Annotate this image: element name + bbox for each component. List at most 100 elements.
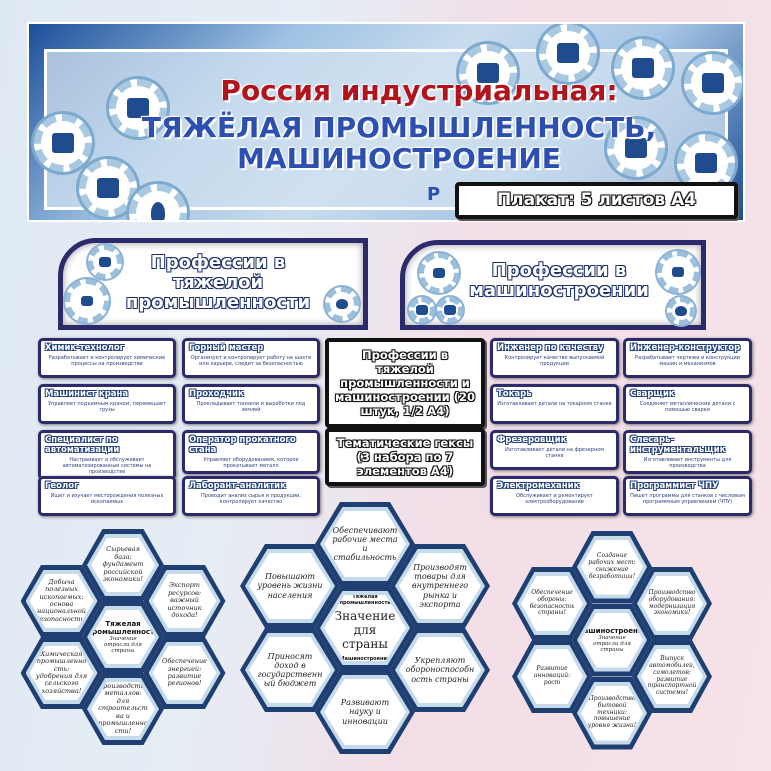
truck-gear-icon — [419, 253, 459, 293]
factory-gear-icon — [65, 279, 109, 323]
profession-title: Оператор прокатного стана — [189, 435, 296, 455]
professions-label: Профессии в тяжелой промышленности и маш… — [325, 338, 485, 428]
profession-desc: Разрабатывает чертежи и конструкции маши… — [634, 355, 740, 367]
hex-text: Сырьевая база: фундамент российской экон… — [102, 545, 144, 584]
hex-text: Производство оборудования: модернизация … — [648, 588, 696, 617]
hex-item: Развитие инноваций: рост — [512, 640, 592, 713]
hex-text: Обеспечение энергией: развитие регионов! — [161, 657, 208, 688]
hex-text: Приносят доход в государственный бюджет — [257, 651, 323, 689]
hex-text: Укрепляют обороноспособность страны — [405, 656, 475, 684]
hex-text: Производство металлов: для строительства… — [97, 681, 149, 735]
profession-desc: Разрабатывает и контролирует химические … — [48, 355, 166, 367]
profession-title: Инженер по качеству — [497, 343, 604, 353]
hex-center-bottom: Машиностроение — [339, 655, 391, 662]
hex-item: Химическая промышленность: удобрения для… — [20, 637, 103, 709]
hex-text: Повышают уровень жизни населения — [257, 572, 323, 600]
profession-title: Токарь — [497, 389, 532, 399]
header-heavy-industry: Профессии в тяжелой промышленности — [58, 238, 368, 330]
profession-desc: Организует и контролирует работу на шахт… — [190, 355, 312, 367]
hex-item: Производство металлов: для строительства… — [82, 673, 164, 745]
gears-icon — [437, 297, 463, 323]
profession-title: Горный мастер — [189, 343, 264, 353]
hex-center-title: Значение для страны — [334, 609, 396, 651]
profession-desc: Управляет подъемным краном, перемещает г… — [48, 401, 166, 413]
profession-title: Специалист по автоматизации — [45, 435, 120, 455]
profession-desc: Соединяет металлические детали с помощью… — [639, 401, 736, 413]
profession-title: Лаборант-аналитик — [189, 481, 286, 491]
hex-item: Обеспечение энергией: развитие регионов! — [143, 637, 226, 709]
profession-desc: Изготавливает детали на фрезерном станке — [504, 447, 605, 459]
profession-desc: Настраивает и обслуживает автоматизирова… — [62, 457, 152, 475]
hex-text: Развитие инноваций: рост — [533, 665, 571, 686]
power-plant-icon — [34, 114, 92, 172]
banner-title-line2: ТЯЖЁЛАЯ ПРОМЫШЛЕННОСТЬ,МАШИНОСТРОЕНИЕ — [99, 112, 699, 174]
hex-center-title: Тяжелая промышленность — [87, 619, 159, 636]
profession-title: Сварщик — [630, 389, 675, 399]
profession-title: Химик-технолог — [45, 343, 125, 353]
profession-desc: Прокладывает тоннели и выработки под зем… — [196, 401, 306, 413]
profession-desc: Проводит анализ сырья и продукции, контр… — [201, 493, 301, 505]
hex-text: Производство бытовой техники: повышение … — [587, 694, 637, 730]
profession-desc: Изготавливает инструменты для производст… — [643, 457, 732, 469]
poster-label: Плакат: 5 листов А4 — [455, 182, 738, 219]
hex-text: Экспорт ресурсов: важный источник дохода… — [167, 581, 202, 620]
hex-text: Добыча полезных ископаемых: основа нацио… — [35, 577, 88, 623]
hex-text: Выпуск автомобилей, самолетов: развитие … — [647, 654, 697, 697]
hex-center-title: Машиностроение — [576, 626, 648, 635]
hexes-label: Тематические гексы (3 набора по 7 элемен… — [325, 428, 485, 486]
banner-cut-letter: Р — [427, 184, 441, 205]
hex-center-sub: Значение отрасли для страны — [104, 635, 142, 655]
factory-icon — [459, 44, 517, 102]
hex-center-top: Тяжелая промышленность — [339, 594, 391, 607]
profession-title: Слесарь-инструментальщик — [630, 435, 726, 455]
hex-item: Добыча полезных ископаемых: основа нацио… — [20, 565, 103, 637]
tools-icon — [607, 119, 665, 177]
profession-title: Электромеханик — [497, 481, 580, 491]
profession-desc: Ищет и изучает месторождения полезных ис… — [50, 493, 164, 505]
profession-desc: Пишет программы для станков с числовым п… — [630, 493, 745, 505]
hex-text: Обеспечение обороны: безопасность страны… — [529, 588, 575, 617]
profession-title: Машинист крана — [45, 389, 129, 399]
title-banner: Россия индустриальная: ТЯЖЁЛАЯ ПРОМЫШЛЕН… — [27, 22, 745, 222]
factory-icon — [109, 79, 167, 137]
profession-desc: Обслуживает и ремонтирует электрооборудо… — [516, 493, 593, 505]
bricks-icon — [684, 54, 742, 112]
profession-desc: Изготавливает детали на токарном станке — [497, 401, 612, 407]
hex-text: Развивают науку и инновации — [340, 698, 390, 726]
flame-gear-icon — [667, 297, 695, 325]
hex-center-sub: Значение отрасли для страны — [593, 634, 631, 654]
hex-item: Производят товары для внутреннего рынка … — [390, 544, 490, 628]
header-heavy-title: Профессии в тяжелой промышленности — [125, 252, 311, 313]
tractor-icon — [614, 39, 672, 97]
header-machine-title: Профессии в машиностроении — [469, 260, 649, 301]
factory-icon — [79, 159, 137, 217]
hex-text: Обеспечивают рабочие места и стабильност… — [332, 525, 398, 563]
profession-title: Фрезеровщик — [497, 435, 567, 445]
banner-line3-text: МАШИНОСТРОЕНИЕ — [237, 142, 561, 175]
banner-line2-text: ТЯЖЁЛАЯ ПРОМЫШЛЕННОСТЬ, — [141, 111, 657, 144]
profession-title: Геолог — [45, 481, 79, 491]
profession-desc: Контролирует качество выпускаемой продук… — [504, 355, 605, 367]
tractor-gear-icon — [657, 251, 699, 293]
tools-gear-icon — [409, 297, 435, 323]
hex-text: Создание рабочих мест: снижение безработ… — [588, 552, 636, 580]
banner-title-line1: Россия индустриальная: — [220, 74, 618, 107]
hex-text: Химическая промышленность: удобрения для… — [35, 649, 88, 695]
hex-text: Производят товары для внутреннего рынка … — [411, 563, 469, 609]
truck-icon — [539, 24, 597, 82]
hex-item: Экспорт ресурсов: важный источник дохода… — [143, 565, 226, 637]
flame-gear-icon — [325, 287, 359, 321]
